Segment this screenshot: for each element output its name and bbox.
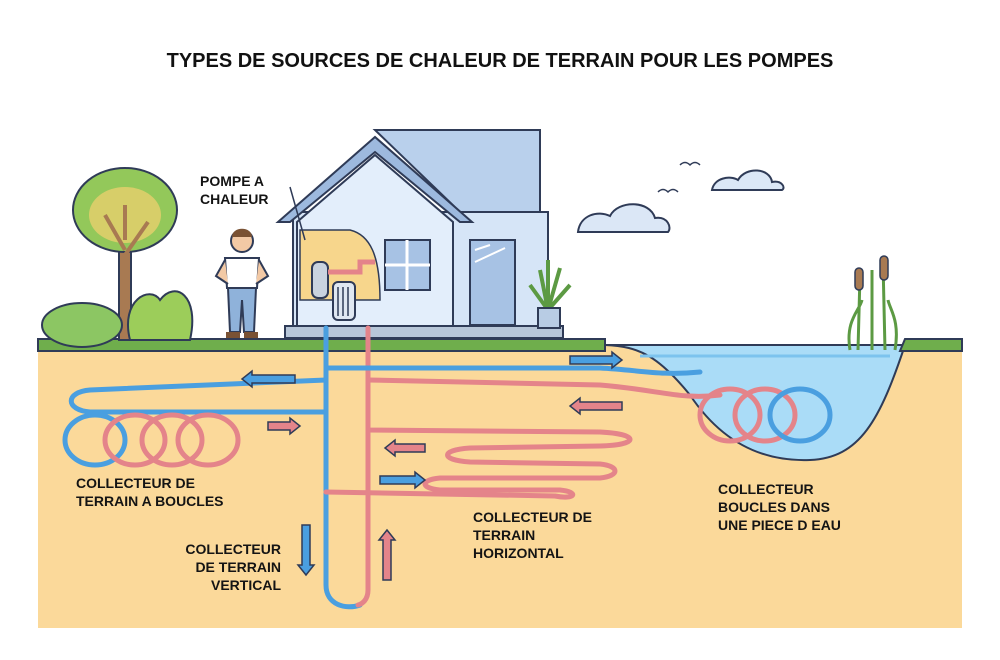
flow-arrows: [240, 350, 624, 581]
water-collector-label-line: BOUCLES DANS: [718, 499, 831, 515]
ground-pipes: [62, 325, 833, 610]
heat-pump-label-line: CHALEUR: [200, 191, 269, 207]
water-collector-label-line: UNE PIECE D EAU: [718, 517, 841, 533]
vertical-loop-warm: [355, 325, 371, 608]
vertical-collector-label-line: DE TERRAIN: [195, 559, 281, 575]
pond-supply-pipe: [323, 365, 703, 376]
vertical-collector-label-line: VERTICAL: [211, 577, 281, 593]
loop-collector-label-line: COLLECTEUR DE: [76, 475, 195, 491]
heat-pump-pointer: [289, 186, 306, 241]
horizontal-collector-label-line: HORIZONTAL: [473, 545, 564, 561]
ground-coils: [62, 412, 241, 468]
heat-pump-unit: [311, 259, 375, 321]
clouds: [576, 169, 785, 233]
heat-pump-label: POMPE A CHALEUR: [200, 172, 268, 208]
grass-strip-right: [898, 338, 963, 352]
house: [275, 129, 564, 339]
potted-plant: [528, 260, 572, 329]
soil-ground: [38, 345, 962, 628]
horizontal-collector-label-line: TERRAIN: [473, 527, 536, 543]
loop-collector-label: COLLECTEUR DE TERRAIN A BOUCLES: [76, 474, 224, 510]
water-collector-label-line: COLLECTEUR: [718, 481, 814, 497]
birds: [657, 161, 701, 194]
page-title: TYPES DE SOURCES DE CHALEUR DE TERRAIN P…: [166, 50, 834, 72]
vertical-loop-cold: [323, 325, 363, 610]
horizontal-collector-label: COLLECTEUR DE TERRAIN HORIZONTAL: [473, 508, 592, 562]
vertical-collector-label: COLLECTEUR DE TERRAIN VERTICAL: [165, 540, 281, 594]
bushes: [41, 290, 194, 348]
tree: [72, 167, 178, 341]
heat-pump-label-line: POMPE A: [200, 173, 265, 189]
loop-collector-label-line: TERRAIN A BOUCLES: [76, 493, 224, 509]
vertical-collector-label-line: COLLECTEUR: [185, 541, 281, 557]
horizontal-collector-label-line: COLLECTEUR DE: [473, 509, 592, 525]
pond-coils: [697, 386, 833, 444]
loop-collector-cold: [68, 377, 329, 415]
loop-collector-warm: [323, 409, 633, 500]
reeds: [847, 255, 898, 351]
water-collector-label: COLLECTEUR BOUCLES DANS UNE PIECE D EAU: [718, 480, 841, 534]
person-figure: [214, 228, 270, 338]
